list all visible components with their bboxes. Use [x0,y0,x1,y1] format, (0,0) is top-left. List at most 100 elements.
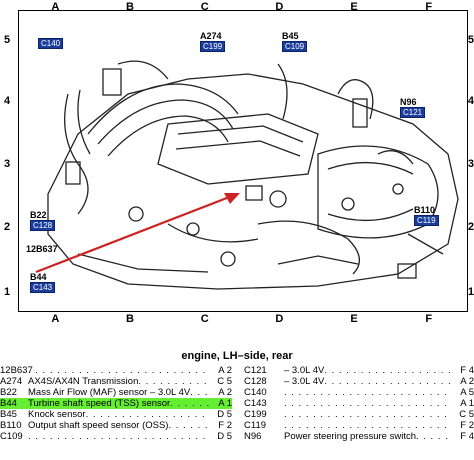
row-label: 2 [4,221,11,233]
callout-b22: B22 C128 [30,210,56,231]
diagram-frame [18,10,468,312]
row-label: 4 [4,95,11,107]
legend-desc: Knock sensor [28,409,86,420]
legend-code: 12B637 [0,365,33,376]
legend-location: C 5 [459,409,474,420]
legend-row: C140 . . . . . . . . . . . . . . . . . .… [244,387,474,398]
connector-tag: C121 [400,107,426,118]
legend-code: N96 [244,431,262,442]
legend-row: C128– 3.0L 4V . . . . . . . . . . . . . … [244,376,474,387]
legend-code: C128 [244,376,267,387]
component-code: N96 [400,97,417,107]
connector-tag: C143 [30,282,56,293]
column-label: D [275,313,284,325]
legend-row: C109 . . . . . . . . . . . . . . . . . .… [0,431,232,442]
legend-location: D 5 [217,431,232,442]
legend-location: A 2 [460,376,474,387]
legend-desc: – 3.0L 4V [284,376,325,387]
legend-desc: Mass Air Flow (MAF) sensor – 3.0L 4V [28,387,191,398]
legend-desc: – 3.0L 4V [284,365,325,376]
legend-row: 12B637 . . . . . . . . . . . . . . . . .… [0,365,232,376]
legend-desc: Output shaft speed sensor (OSS) [28,420,169,431]
connector-tag: C109 [282,41,308,52]
legend-code: B45 [0,409,17,420]
legend-code: B22 [0,387,17,398]
column-label: F [425,313,433,325]
legend-row: C119 . . . . . . . . . . . . . . . . . .… [244,420,474,431]
legend-location: F 4 [460,365,474,376]
legend-code: C121 [244,365,267,376]
column-label: F [425,1,433,13]
connector-tag: C140 [38,38,64,49]
row-label: 4 [467,95,474,107]
callout-b110: B110 C119 [414,205,439,226]
legend-right: C121– 3.0L 4V . . . . . . . . . . . . . … [244,365,474,442]
column-label: C [200,313,209,325]
row-label: 5 [4,34,11,46]
row-label: 3 [4,158,11,170]
legend-location: C 5 [217,376,232,387]
engine-line-drawing [35,60,459,290]
legend-desc: Turbine shaft speed (TSS) sensor [28,398,171,409]
legend-code: C109 [0,431,23,442]
component-code: B45 [282,31,299,41]
column-label: C [200,1,209,13]
legend-code: C143 [244,398,267,409]
legend-location: A 2 [218,365,232,376]
legend-location: A 5 [460,387,474,398]
legend-location: F 4 [460,431,474,442]
legend-desc: Power steering pressure switch [284,431,416,442]
connector-tag: C199 [200,41,226,52]
row-label: 2 [467,221,474,233]
column-label: B [126,1,134,13]
diagram-caption: engine, LH–side, rear [181,350,293,362]
component-code: B110 [414,205,436,215]
legend-code: C140 [244,387,267,398]
legend-location: A 1 [218,398,232,409]
component-code: B22 [30,210,47,220]
legend-desc: AX4S/AX4N Transmission [28,376,139,387]
callout-c140: C140 [38,38,64,49]
row-label: 1 [467,286,474,298]
component-code: A274 [200,31,222,41]
legend-row: C121– 3.0L 4V . . . . . . . . . . . . . … [244,365,474,376]
column-labels-top: A B C D E F [18,0,466,14]
column-label: B [126,313,134,325]
component-code: B44 [30,272,47,282]
legend-left: 12B637 . . . . . . . . . . . . . . . . .… [0,365,232,442]
legend-location: F 2 [460,420,474,431]
column-label: D [275,1,284,13]
row-label: 3 [467,158,474,170]
column-labels-bottom: A B C D E F [18,312,466,326]
legend-row: C143 . . . . . . . . . . . . . . . . . .… [244,398,474,409]
column-label: E [350,1,358,13]
column-label: A [51,1,60,13]
legend-row: C199 . . . . . . . . . . . . . . . . . .… [244,409,474,420]
legend-location: A 2 [218,387,232,398]
legend-code: B44 [0,398,17,409]
column-label: A [51,313,60,325]
callout-a274: A274 C199 [200,31,226,52]
row-label: 1 [4,286,11,298]
legend-code: C119 [244,420,267,431]
connector-tag: C119 [414,215,439,226]
component-code: 12B637 [26,244,58,254]
row-label: 5 [467,34,474,46]
pointer-arrow [35,194,233,274]
legend-code: C199 [244,409,267,420]
column-label: E [350,313,358,325]
callout-12b637: 12B637 [26,244,58,254]
legend-code: A274 [0,376,23,387]
legend-code: B110 [0,420,22,431]
callout-b44: B44 C143 [30,272,56,293]
callout-b45: B45 C109 [282,31,308,52]
legend-location: D 5 [217,409,232,420]
connector-tag: C128 [30,220,56,231]
legend-location: A 1 [460,398,474,409]
